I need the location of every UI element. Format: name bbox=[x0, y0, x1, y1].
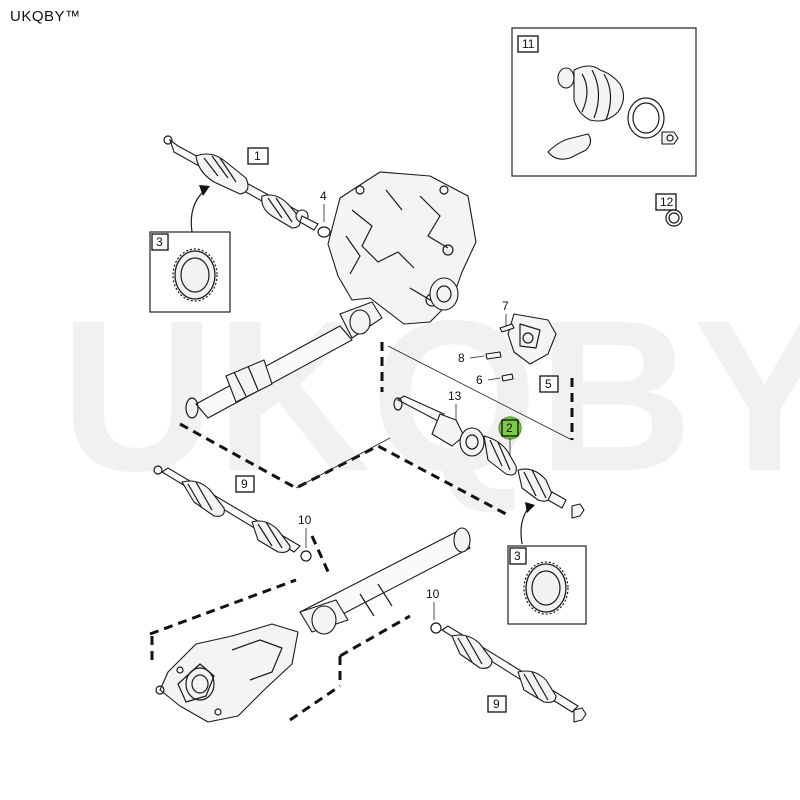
callout-label-9-lower: 9 bbox=[493, 697, 500, 711]
callout-label-3-lower: 3 bbox=[514, 549, 521, 563]
callout-label-12: 12 bbox=[660, 195, 674, 209]
rear-differential bbox=[155, 623, 299, 723]
o-ring-4-icon bbox=[317, 226, 331, 238]
part-number-13: 13 bbox=[448, 389, 462, 403]
callout-box-9-lower[interactable] bbox=[487, 695, 507, 713]
inset-tone-ring-lower: 3 bbox=[507, 545, 587, 625]
callout-box-1[interactable] bbox=[247, 147, 269, 165]
inset-tone-ring-upper: 3 bbox=[149, 231, 231, 313]
transmission-housing bbox=[327, 171, 477, 325]
hub-nut-icon bbox=[571, 503, 585, 519]
callout-label-11: 11 bbox=[522, 37, 535, 51]
callout-box-2[interactable] bbox=[501, 419, 519, 437]
drive-shaft-2 bbox=[393, 395, 585, 519]
part-number-7: 7 bbox=[502, 299, 509, 313]
part-number-4: 4 bbox=[320, 189, 327, 203]
callout-box-11[interactable] bbox=[517, 35, 539, 53]
callout-label-5: 5 bbox=[545, 377, 552, 391]
cv-boot-icon bbox=[557, 65, 625, 122]
intermediate-shaft bbox=[185, 301, 383, 419]
bolt-icon bbox=[661, 131, 679, 145]
rear-propeller-shaft bbox=[299, 527, 471, 635]
bolt-7-icon bbox=[499, 323, 515, 333]
callout-box-3-upper[interactable] bbox=[151, 233, 169, 251]
drive-shaft-1 bbox=[163, 135, 319, 231]
bolt-6-icon bbox=[501, 373, 514, 382]
callout-box-9-upper[interactable] bbox=[235, 475, 255, 493]
callout-label-1: 1 bbox=[254, 149, 261, 163]
callout-label-2: 2 bbox=[506, 421, 513, 435]
callout-box-12[interactable] bbox=[655, 193, 677, 211]
o-ring-12-icon bbox=[665, 209, 683, 227]
o-ring-10-lower-icon bbox=[430, 622, 442, 634]
drive-shaft-9-left bbox=[153, 465, 301, 553]
bolt-8-icon bbox=[485, 351, 502, 360]
o-ring-10-upper-icon bbox=[300, 550, 312, 562]
callout-12-group: 12 bbox=[655, 193, 683, 227]
part-number-10-upper: 10 bbox=[298, 513, 312, 527]
part-number-8: 8 bbox=[458, 351, 465, 365]
callout-label-9-upper: 9 bbox=[241, 477, 248, 491]
bearing-bracket-5 bbox=[507, 313, 557, 365]
arrow-to-inset-3-upper bbox=[190, 189, 206, 233]
brand-logo-text: UKQBY™ bbox=[10, 8, 81, 25]
grease-packet-icon bbox=[547, 133, 592, 160]
callout-box-3-lower[interactable] bbox=[509, 547, 527, 565]
callout-label-3-upper: 3 bbox=[156, 235, 163, 249]
hub-nut-lower-icon bbox=[573, 707, 587, 723]
part-number-6: 6 bbox=[476, 373, 483, 387]
clamp-ring-icon bbox=[627, 97, 665, 139]
drive-shaft-9-right bbox=[440, 625, 587, 723]
inset-boot-kit: 11 bbox=[511, 27, 697, 177]
callout-box-5[interactable] bbox=[539, 375, 559, 393]
part-number-10-lower: 10 bbox=[426, 587, 440, 601]
